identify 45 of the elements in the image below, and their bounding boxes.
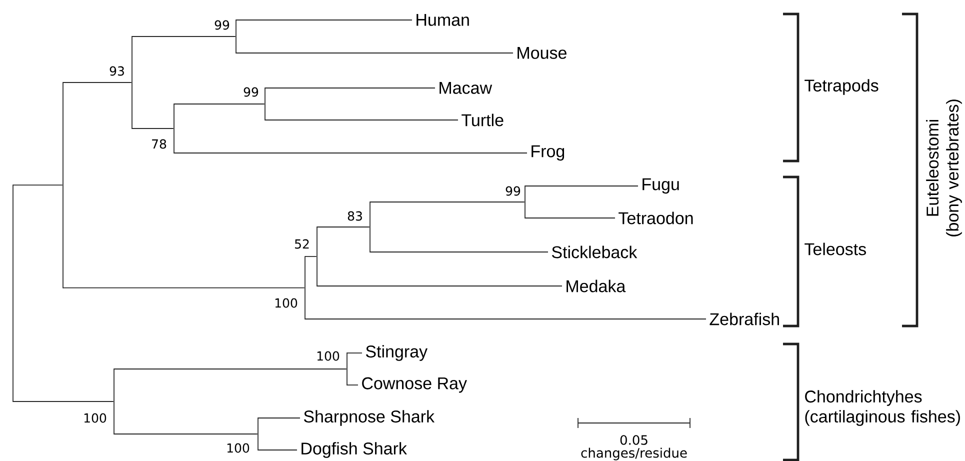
tree-branch xyxy=(62,82,132,83)
clade-label: Chondrichtyhes (cartilaginous fishes) xyxy=(805,390,960,426)
taxon-label: Zebrafish xyxy=(710,312,779,326)
clade-label: Tetrapods xyxy=(804,79,878,95)
bootstrap-value: 99 xyxy=(214,20,230,30)
taxon-label: Stingray xyxy=(366,345,428,361)
clade-label: Euteleostomi (bony vertebrates) xyxy=(926,100,962,236)
taxon-label: Dogfish Shark xyxy=(302,442,407,458)
bootstrap-value: 100 xyxy=(275,298,298,308)
bootstrap-value: 100 xyxy=(317,351,340,361)
taxon-label: Macaw xyxy=(440,82,492,94)
tree-branch xyxy=(12,401,114,402)
bootstrap-value: 78 xyxy=(152,139,166,149)
taxon-label: Turtle xyxy=(462,114,504,126)
taxon-label: Mouse xyxy=(518,47,566,59)
taxon-label: Cownose Ray xyxy=(362,377,467,393)
tree-branch xyxy=(174,152,528,154)
tree-branch xyxy=(346,352,362,354)
tree-branch xyxy=(62,287,305,288)
bootstrap-value: 99 xyxy=(506,186,520,196)
bootstrap-value: 52 xyxy=(295,239,309,249)
taxon-label: Medaka xyxy=(566,280,626,292)
scale-value: 0.05 xyxy=(620,435,648,445)
tree-branch xyxy=(132,36,236,37)
tree-branch xyxy=(304,256,317,257)
tree-branch xyxy=(12,184,63,186)
scale-unit: changes/residue xyxy=(581,448,687,460)
clade-label: Teleosts xyxy=(804,242,866,256)
bootstrap-value: 99 xyxy=(244,87,258,97)
tree-branch xyxy=(132,128,174,129)
taxon-label: Stickleback xyxy=(552,246,638,258)
tree-branch xyxy=(304,318,706,320)
taxon-label: Sharpnose Shark xyxy=(304,410,435,426)
tree-branch xyxy=(346,384,358,386)
taxon-label: Frog xyxy=(532,145,564,161)
bootstrap-value: 100 xyxy=(227,443,250,453)
bootstrap-value: 100 xyxy=(84,413,106,423)
tree-branch xyxy=(114,368,347,370)
taxon-label: Fugu xyxy=(642,178,679,194)
taxon-label: Human xyxy=(416,14,469,26)
tree-branch xyxy=(236,52,514,54)
bootstrap-value: 93 xyxy=(110,66,124,76)
taxon-label: Tetraodon xyxy=(618,212,693,224)
tree-branch xyxy=(316,226,370,228)
bootstrap-value: 83 xyxy=(348,211,362,221)
